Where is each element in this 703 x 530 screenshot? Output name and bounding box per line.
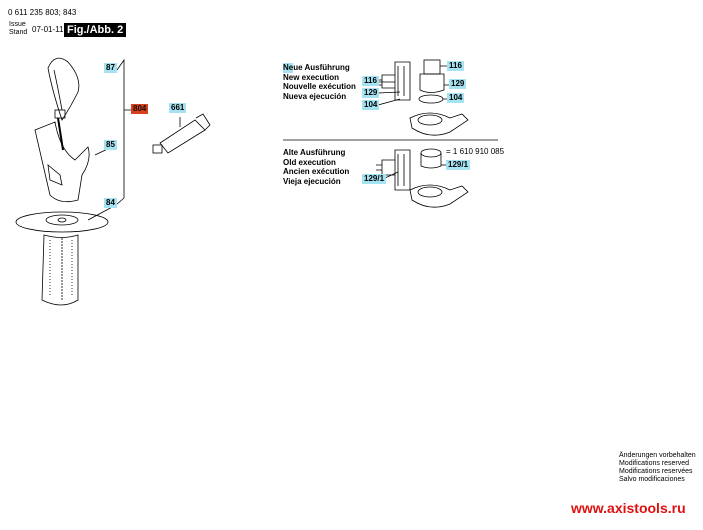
callout-129-right: 129 xyxy=(449,79,467,89)
old-line-fr: Ancien exécution xyxy=(283,167,350,176)
new-line-de: Neue Ausführung xyxy=(283,63,356,73)
issue-date: 07-01-11 xyxy=(32,25,64,34)
stand-label: Stand xyxy=(9,29,28,36)
part-numbers: 0 611 235 803; 843 xyxy=(8,8,77,17)
note-de: Änderungen vorbehalten xyxy=(619,452,696,459)
callout-661: 661 xyxy=(169,103,187,113)
old-line-en: Old execution xyxy=(283,157,336,167)
callout-129-left: 129 xyxy=(362,88,380,98)
note-en: Modifications reserved xyxy=(619,460,690,467)
callout-87: 87 xyxy=(104,63,117,73)
callout-85: 85 xyxy=(104,140,117,150)
callout-116-right: 116 xyxy=(447,61,464,71)
issue-stand-label: Issue Stand xyxy=(9,21,27,37)
old-part-number: = 1 610 910 085 xyxy=(446,147,505,156)
note-es: Salvo modificaciones xyxy=(619,476,685,483)
callout-84: 84 xyxy=(104,198,117,208)
callout-116-left: 116 xyxy=(362,76,379,86)
note-fr: Modifications reservées xyxy=(619,468,693,475)
callout-129-1-left: 129/1 xyxy=(362,174,387,184)
callout-804: 804 xyxy=(131,104,149,114)
callout-129-1-right: 129/1 xyxy=(446,160,471,170)
new-line-fr: Nouvelle exécution xyxy=(283,82,356,91)
callout-104-right: 104 xyxy=(447,93,465,103)
website-link[interactable]: www.axistools.ru xyxy=(571,500,686,516)
old-execution-text: Alte Ausführung Old execution Ancien exé… xyxy=(283,148,349,186)
modifications-notice: Änderungen vorbehalten Modifications res… xyxy=(619,452,696,484)
old-line-es: Vieja ejecución xyxy=(283,176,341,186)
new-line-en: New execution xyxy=(283,72,340,82)
callout-104-left: 104 xyxy=(362,100,380,110)
figure-label: Fig./Abb. 2 xyxy=(64,23,127,37)
new-line-es: Nueva ejecución xyxy=(283,91,347,101)
issue-label: Issue xyxy=(9,21,26,28)
new-execution-text: Neue Ausführung New execution Nouvelle e… xyxy=(283,63,356,101)
old-line-de: Alte Ausführung xyxy=(283,148,346,157)
